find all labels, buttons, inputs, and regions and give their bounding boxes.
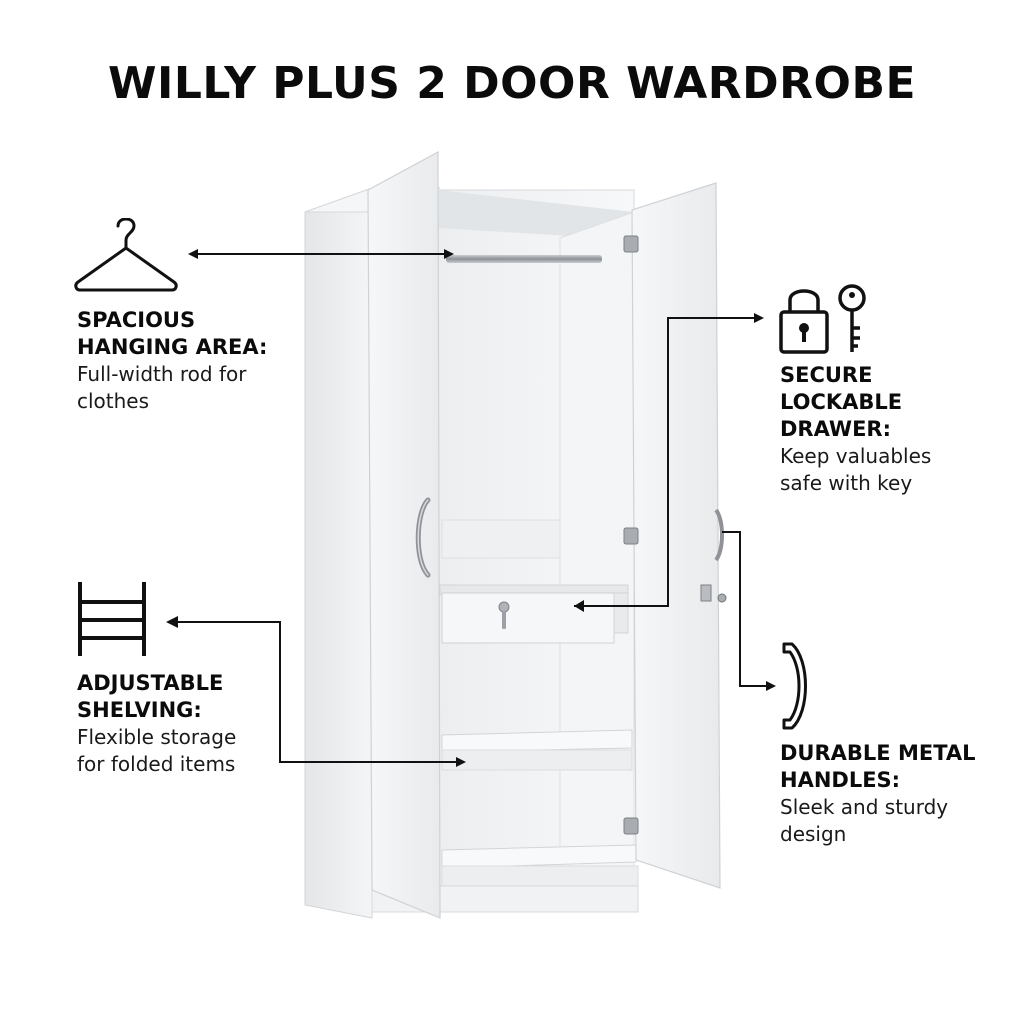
left-door [367, 150, 441, 919]
feature-label: ADJUSTABLE SHELVING: [77, 671, 224, 722]
arrow-shelving [170, 621, 466, 767]
feature-description: Full-width rod for clothes [77, 362, 247, 413]
feature-label: DURABLE METAL HANDLES: [780, 741, 976, 792]
shelf-ladder-icon [76, 580, 148, 663]
page-title: WILLY PLUS 2 DOOR WARDROBE [107, 58, 917, 109]
feature-hanging-area: SPACIOUS HANGING AREA: Full-width rod fo… [77, 307, 267, 415]
arrow-drawer [574, 313, 764, 607]
hanger-icon [74, 217, 178, 299]
hanging-rod [446, 255, 602, 263]
feature-adjustable-shelving: ADJUSTABLE SHELVING: Flexible storage fo… [77, 670, 236, 778]
drawer [441, 592, 615, 644]
feature-description: Sleek and sturdy design [780, 795, 949, 846]
feature-label: SPACIOUS HANGING AREA: [77, 308, 268, 359]
right-door-handle [714, 508, 724, 562]
arrow-handles [722, 531, 776, 691]
padlock-and-key-icon [778, 282, 874, 361]
handle-icon [780, 640, 816, 737]
right-door [631, 182, 721, 889]
feature-metal-handles: DURABLE METAL HANDLES: Sleek and sturdy … [780, 740, 976, 848]
feature-description: Flexible storage for folded items [77, 725, 237, 776]
feature-label: SECURE LOCKABLE DRAWER: [780, 363, 903, 441]
feature-description: Keep valuables safe with key [780, 444, 932, 495]
feature-lockable-drawer: SECURE LOCKABLE DRAWER: Keep valuables s… [780, 362, 931, 497]
adjustable-shelf [441, 729, 633, 753]
